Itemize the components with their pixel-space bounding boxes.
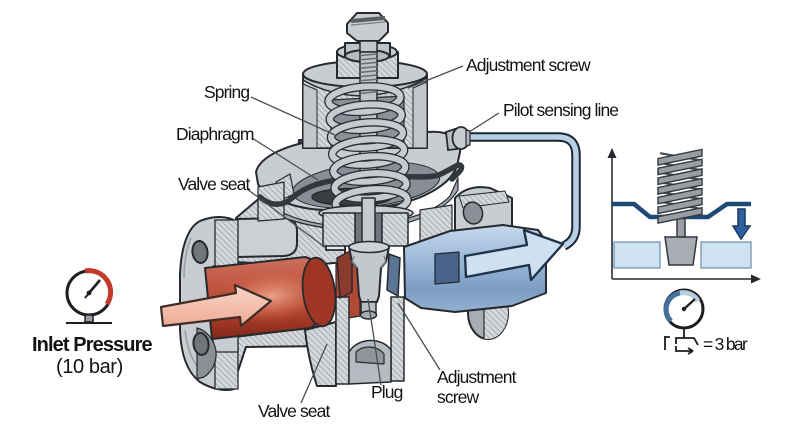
svg-text:Spring: Spring bbox=[204, 82, 249, 102]
svg-text:Inlet Pressure: Inlet Pressure bbox=[32, 334, 152, 356]
svg-text:Valve seat: Valve seat bbox=[258, 401, 330, 421]
svg-text:Plug: Plug bbox=[371, 382, 403, 402]
svg-text:Diaphragm: Diaphragm bbox=[176, 124, 254, 144]
svg-text:= 3 bar: = 3 bar bbox=[703, 334, 748, 354]
svg-text:Adjustment screw: Adjustment screw bbox=[466, 55, 591, 75]
svg-text:(10 bar): (10 bar) bbox=[56, 356, 123, 378]
svg-text:Valve seat: Valve seat bbox=[178, 174, 250, 194]
svg-text:Pilot sensing line: Pilot sensing line bbox=[503, 100, 618, 120]
svg-text:Adjustment: Adjustment bbox=[437, 367, 517, 387]
svg-text:screw: screw bbox=[437, 387, 479, 407]
